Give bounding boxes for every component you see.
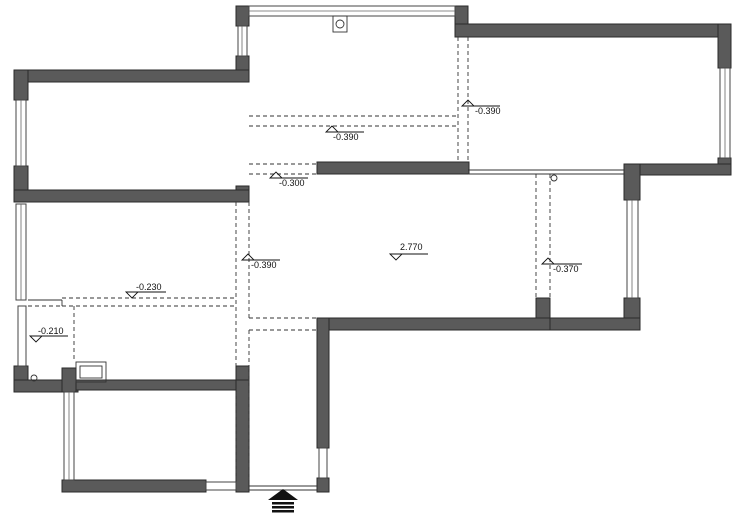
wall-segment [13, 69, 29, 101]
windows [15, 5, 731, 491]
level-marker-right-room: -0.370 [540, 257, 582, 274]
wall-segment [717, 23, 732, 69]
wall-segment [454, 23, 731, 38]
level-marker-living: 2.770 [388, 242, 428, 261]
level-marker-kitchen-top-right: -0.390 [460, 99, 501, 116]
window [626, 199, 639, 299]
wall-segment [61, 479, 207, 493]
wall-segment [13, 189, 250, 203]
window [318, 447, 328, 479]
entrance-arrow-icon [268, 489, 298, 513]
level-marker-left-corridor: -0.390 [240, 253, 280, 270]
level-marker-kitchen-center: -0.390 [324, 125, 364, 142]
level-label: -0.300 [279, 178, 305, 188]
wall-segment [13, 69, 250, 83]
thin-lines [28, 15, 624, 491]
appliance-icon [75, 361, 107, 383]
wall-segment [61, 379, 250, 391]
wall-segment [316, 317, 551, 331]
wall-segment [316, 317, 330, 449]
dashed-lines [28, 37, 551, 480]
walls [13, 5, 732, 493]
wall-segment [316, 161, 470, 175]
wall-segment [235, 379, 250, 493]
level-marker-corridor-top: -0.300 [268, 171, 308, 188]
wall-segment [61, 367, 77, 393]
window [205, 481, 237, 491]
sink-icon [332, 15, 348, 33]
window [237, 25, 248, 57]
wall-segment [535, 317, 641, 331]
level-marker-left-bedroom: -0.230 [124, 282, 166, 299]
drain-icon [30, 374, 38, 382]
wall-segment [623, 163, 641, 201]
level-label: -0.390 [251, 260, 277, 270]
level-label: -0.230 [136, 282, 162, 292]
level-label: -0.390 [333, 132, 359, 142]
wall-segment [316, 477, 330, 493]
level-label: 2.770 [400, 242, 423, 252]
wall-segment [235, 5, 250, 27]
level-label: -0.390 [475, 106, 501, 116]
window [17, 305, 27, 367]
level-label: -0.210 [38, 326, 64, 336]
level-label: -0.370 [553, 264, 579, 274]
level-marker-bath: -0.210 [28, 326, 68, 343]
